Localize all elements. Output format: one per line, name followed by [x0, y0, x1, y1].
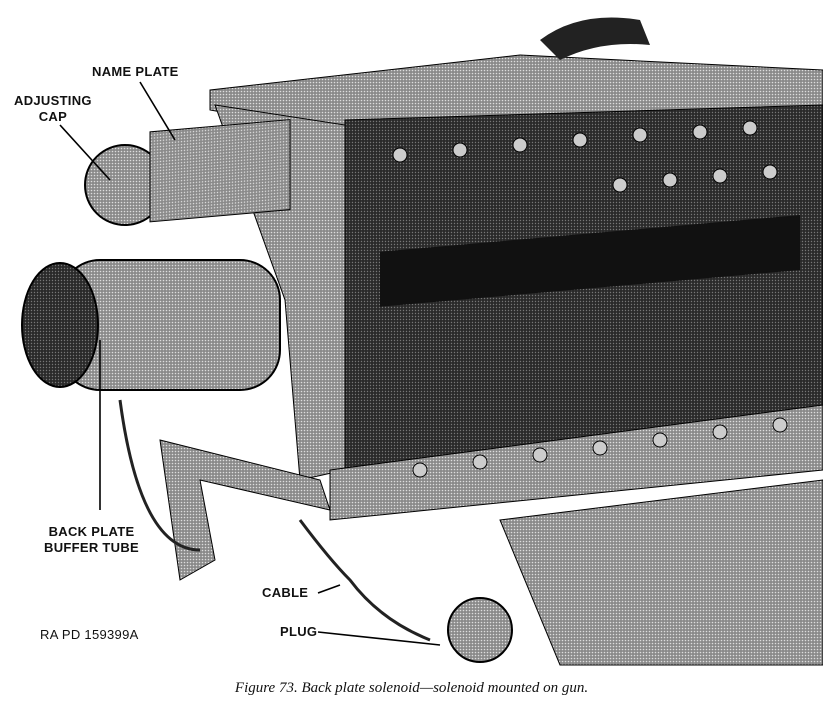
label-name-plate: NAME PLATE: [92, 64, 179, 79]
reference-number: RA PD 159399A: [40, 627, 139, 642]
label-adjusting-cap: ADJUSTING CAP: [14, 93, 92, 124]
lower-rail: [329, 404, 823, 521]
plug: [447, 597, 513, 663]
name-plate: [149, 119, 291, 223]
slot: [380, 215, 800, 307]
label-cable: CABLE: [262, 585, 309, 600]
label-back-plate-buffer-tube: BACK PLATE BUFFER TUBE: [44, 524, 140, 555]
rivets: [392, 120, 788, 478]
label-plug: PLUG: [280, 624, 318, 639]
figure-caption: Figure 73. Back plate solenoid—solenoid …: [234, 680, 589, 696]
buffer-tube-end: [21, 262, 99, 388]
cable: [118, 399, 431, 642]
gun-solenoid-illustration: [21, 17, 823, 666]
leader-lines: [59, 81, 441, 646]
handle: [540, 17, 650, 60]
bracket: [159, 439, 331, 581]
receiver-back: [214, 104, 346, 481]
mount: [499, 479, 823, 666]
